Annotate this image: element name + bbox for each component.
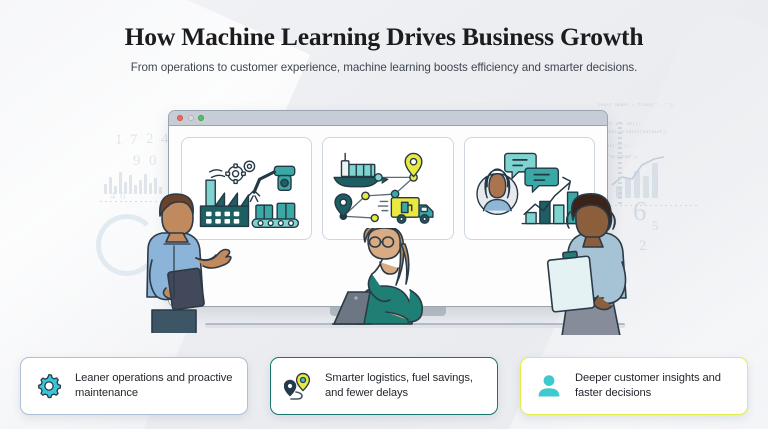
browser-titlebar	[169, 111, 607, 126]
person-icon	[534, 371, 564, 401]
panel-customer[interactable]	[463, 137, 595, 240]
background-code-line: fit("}");	[604, 144, 630, 149]
customer-insights-illustration	[475, 152, 579, 225]
background-number: 1	[115, 132, 123, 148]
benefit-card-row: Leaner operations and proactive maintena…	[0, 357, 768, 415]
background-number: 6	[633, 196, 647, 226]
card-logistics-text: Smarter logistics, fuel savings, and few…	[325, 372, 473, 399]
background-ring	[96, 214, 158, 276]
card-customer[interactable]: Deeper customer insights and faster deci…	[520, 357, 748, 415]
background-code-line: let x = AI[];	[604, 122, 641, 127]
background-number: 6	[120, 190, 126, 202]
background-code-line: "m:24534");	[608, 155, 640, 160]
background-number: 5	[652, 218, 659, 233]
page-subtitle: From operations to customer experience, …	[130, 61, 638, 74]
supply-chain-illustration	[333, 152, 434, 224]
background-code-line: const model = train("...");	[598, 103, 675, 108]
card-operations-text: Leaner operations and proactive maintena…	[75, 372, 233, 399]
route-pin-icon	[284, 371, 314, 401]
background-number: 2	[639, 238, 647, 254]
background-code-line: model.predict(dataset);	[603, 130, 669, 135]
presenter-left	[118, 188, 236, 338]
background-number: 7	[130, 132, 138, 148]
panel-row	[181, 137, 595, 240]
close-icon[interactable]	[177, 115, 183, 121]
background-number: 4	[161, 131, 169, 147]
minimize-icon[interactable]	[187, 115, 194, 121]
panel-logistics[interactable]	[322, 137, 454, 240]
background-dotted-line	[610, 205, 700, 206]
background-number: 4	[110, 190, 116, 202]
gear-icon	[34, 371, 64, 401]
background-number: 0	[149, 153, 157, 169]
background-dotted-line	[100, 201, 178, 202]
background-dotted-line	[618, 122, 622, 206]
desk-surface	[205, 323, 625, 328]
card-customer-text: Deeper customer insights and faster deci…	[575, 372, 721, 399]
card-logistics[interactable]: Smarter logistics, fuel savings, and few…	[270, 357, 498, 415]
card-operations[interactable]: Leaner operations and proactive maintena…	[20, 357, 248, 415]
background-bar-chart	[104, 170, 162, 194]
page-title: How Machine Learning Drives Business Gro…	[124, 22, 644, 51]
maximize-icon[interactable]	[198, 115, 204, 121]
analyst-center	[331, 224, 436, 331]
background-number: 2	[146, 131, 154, 147]
background-number: 9	[133, 153, 141, 169]
presenter-right	[540, 190, 650, 340]
page-header: How Machine Learning Drives Business Gro…	[0, 22, 768, 74]
